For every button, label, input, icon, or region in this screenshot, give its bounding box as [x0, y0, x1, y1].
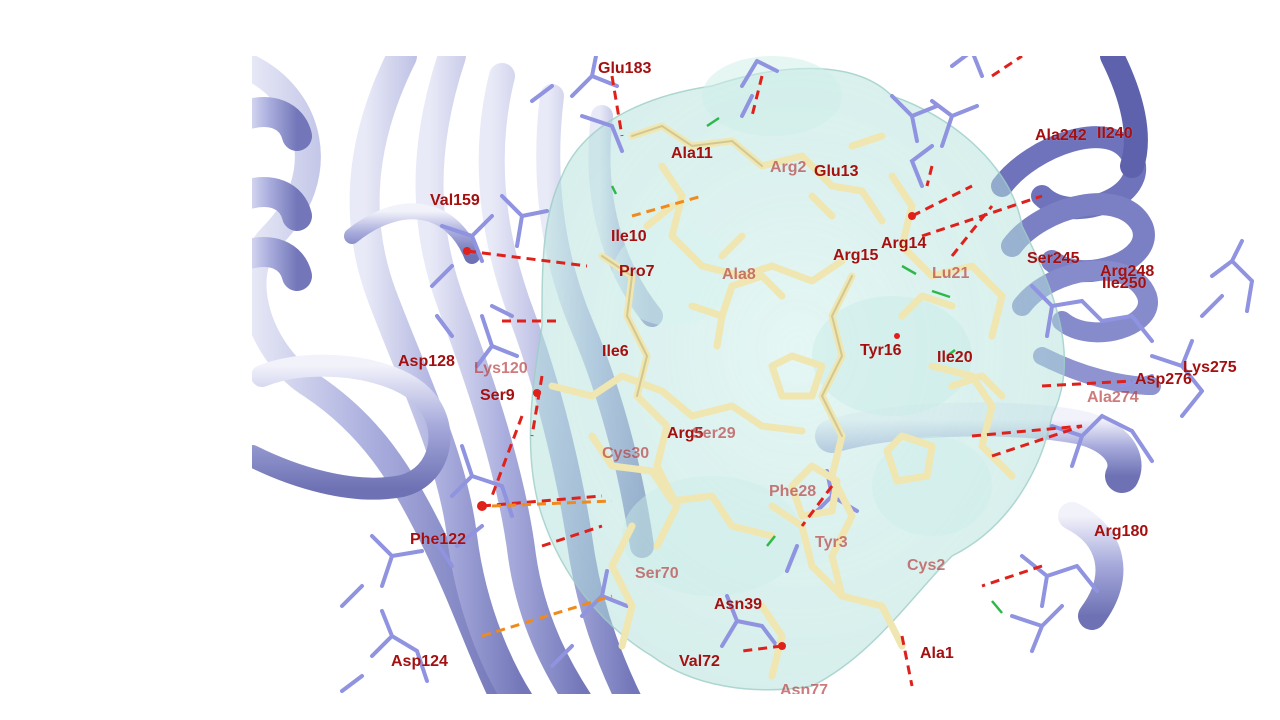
residue-label: Arg5 — [667, 425, 704, 442]
residue-label: Ala1 — [920, 645, 954, 662]
residue-label: Ala242 — [1035, 127, 1087, 144]
residue-label: Ile20 — [937, 349, 973, 366]
residue-label: Glu183 — [598, 60, 652, 77]
molecular-structure-graphic — [252, 56, 1254, 694]
residue-label: Ile250 — [1102, 275, 1147, 292]
ligand-surface — [529, 56, 1066, 691]
residue-label: Ile10 — [611, 228, 647, 245]
residue-label: Ser9 — [480, 387, 515, 404]
residue-label: Phe28 — [769, 483, 817, 500]
atom-markers — [463, 212, 916, 650]
ligand-sticks-shade — [601, 124, 853, 437]
residue-label: Pro7 — [619, 263, 655, 280]
hydrogen-bonds — [466, 56, 1133, 687]
residue-label: Arg248 — [1100, 263, 1155, 280]
residue-label: Asn39 — [714, 596, 763, 613]
residue-label: Lys275 — [1183, 359, 1237, 376]
residue-label: Asp276 — [1135, 371, 1192, 388]
residue-label: Val72 — [679, 653, 720, 670]
halogen-contacts — [610, 116, 1003, 614]
residue-label: Ser29 — [692, 425, 736, 442]
residue-label: Cys2 — [907, 557, 946, 574]
residue-label: Glu13 — [814, 163, 859, 180]
residue-label: Il240 — [1097, 125, 1133, 142]
residue-label: Cys30 — [602, 445, 650, 462]
hydrophobic-contacts — [481, 194, 703, 638]
residue-label: Ser70 — [635, 565, 679, 582]
residue-label: Ala11 — [671, 145, 713, 162]
residue-label: Ser245 — [1027, 250, 1080, 267]
residue-label: Arg180 — [1094, 523, 1149, 540]
residue-label: Tyr3 — [815, 534, 848, 551]
residue-label: Arg15 — [833, 247, 879, 264]
residue-label: Ala8 — [722, 266, 756, 283]
residue-label: Ala274 — [1087, 389, 1139, 406]
residue-label: Asn77 — [780, 682, 829, 695]
residue-label: Ile6 — [602, 343, 629, 360]
residue-label: Lys120 — [474, 360, 528, 377]
residue-label: Phe122 — [410, 531, 467, 548]
residue-label: Asp128 — [398, 353, 455, 370]
residue-label: Arg2 — [770, 159, 807, 176]
residue-label: Asp124 — [391, 653, 448, 670]
residue-label: Lu21 — [932, 265, 970, 282]
receptor-sidechains — [340, 56, 1254, 693]
residue-label: Val159 — [430, 192, 480, 209]
residue-label: Arg14 — [881, 235, 927, 252]
molecular-viewer-canvas[interactable]: Glu183 Ala11 Arg2 Glu13 Ala242 Il240 Val… — [252, 56, 1280, 694]
residue-label: Tyr16 — [860, 342, 902, 359]
